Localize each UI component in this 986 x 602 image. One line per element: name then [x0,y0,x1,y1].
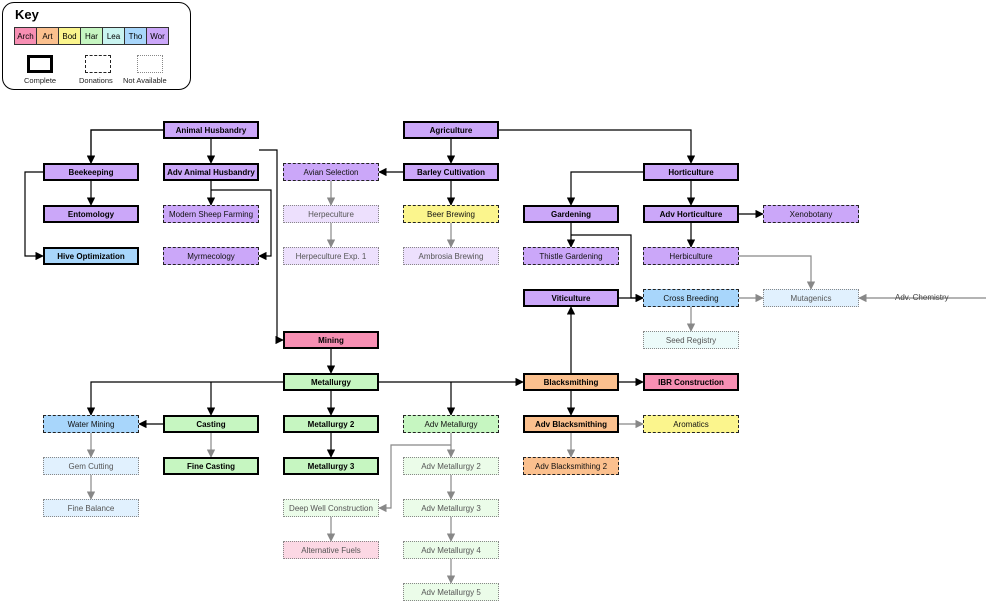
swatch-arch: Arch [14,27,37,45]
connector-arrow [86,381,283,416]
node-adv-blacksmithing[interactable]: Adv Blacksmithing [523,415,619,433]
node-ambrosia-brewing[interactable]: Ambrosia Brewing [403,247,499,265]
swatch-bod: Bod [58,27,81,45]
node-barley-cultivation[interactable]: Barley Cultivation [403,163,499,181]
node-mutagenics[interactable]: Mutagenics [763,289,859,307]
legend-complete-label: Complete [24,76,57,85]
node-mining[interactable]: Mining [283,331,379,349]
node-hive-optimization[interactable]: Hive Optimization [43,247,139,265]
legend-donations-label: Donations [79,76,113,85]
node-adv-metallurgy-5[interactable]: Adv Metallurgy 5 [403,583,499,601]
connector-arrow [499,129,696,164]
node-fine-balance[interactable]: Fine Balance [43,499,139,517]
node-water-mining[interactable]: Water Mining [43,415,139,433]
node-adv-animal-husbandry[interactable]: Adv Animal Husbandry [163,163,259,181]
node-aromatics[interactable]: Aromatics [643,415,739,433]
node-agriculture[interactable]: Agriculture [403,121,499,139]
node-adv-metallurgy-4[interactable]: Adv Metallurgy 4 [403,541,499,559]
node-fine-casting[interactable]: Fine Casting [163,457,259,475]
swatch-har: Har [80,27,103,45]
connector-arrow [566,171,643,206]
legend-complete-box [27,55,53,73]
key-title: Key [15,7,39,22]
node-adv-metallurgy-3[interactable]: Adv Metallurgy 3 [403,499,499,517]
node-seed-registry[interactable]: Seed Registry [643,331,739,349]
node-myrmecology[interactable]: Myrmecology [163,247,259,265]
connector-arrow [378,444,451,513]
node-alternative-fuels[interactable]: Alternative Fuels [283,541,379,559]
node-metallurgy-2[interactable]: Metallurgy 2 [283,415,379,433]
node-metallurgy[interactable]: Metallurgy [283,373,379,391]
node-adv-horticulture[interactable]: Adv Horticulture [643,205,739,223]
node-blacksmithing[interactable]: Blacksmithing [523,373,619,391]
adv-chemistry-label: Adv. Chemistry [895,293,949,302]
swatch-lea: Lea [102,27,125,45]
legend-not-available-box [137,55,163,73]
node-horticulture[interactable]: Horticulture [643,163,739,181]
node-adv-metallurgy-2[interactable]: Adv Metallurgy 2 [403,457,499,475]
node-beekeeping[interactable]: Beekeeping [43,163,139,181]
node-herpeculture[interactable]: Herpeculture [283,205,379,223]
node-gardening[interactable]: Gardening [523,205,619,223]
swatch-tho: Tho [124,27,147,45]
node-adv-metallurgy[interactable]: Adv Metallurgy [403,415,499,433]
node-gem-cutting[interactable]: Gem Cutting [43,457,139,475]
node-herbiculture[interactable]: Herbiculture [643,247,739,265]
node-casting[interactable]: Casting [163,415,259,433]
node-entomology[interactable]: Entomology [43,205,139,223]
legend-donations-box [85,55,111,73]
swatch-wor: Wor [146,27,169,45]
node-thistle-gardening[interactable]: Thistle Gardening [523,247,619,265]
node-animal-husbandry[interactable]: Animal Husbandry [163,121,259,139]
swatch-art: Art [36,27,59,45]
node-ibr-construction[interactable]: IBR Construction [643,373,739,391]
node-beer-brewing[interactable]: Beer Brewing [403,205,499,223]
node-xenobotany[interactable]: Xenobotany [763,205,859,223]
node-modern-sheep-farming[interactable]: Modern Sheep Farming [163,205,259,223]
node-herpeculture-exp-1[interactable]: Herpeculture Exp. 1 [283,247,379,265]
connector-arrow [739,255,816,290]
connector-arrow [259,149,284,345]
node-adv-blacksmithing-2[interactable]: Adv Blacksmithing 2 [523,457,619,475]
connector-arrow [211,189,272,261]
node-avian-selection[interactable]: Avian Selection [283,163,379,181]
node-viticulture[interactable]: Viticulture [523,289,619,307]
connector-arrow [86,129,163,164]
connector-arrow [24,171,44,261]
legend-not-available-label: Not Available [123,76,167,85]
node-cross-breeding[interactable]: Cross Breeding [643,289,739,307]
node-metallurgy-3[interactable]: Metallurgy 3 [283,457,379,475]
node-deep-well-construction[interactable]: Deep Well Construction [283,499,379,517]
